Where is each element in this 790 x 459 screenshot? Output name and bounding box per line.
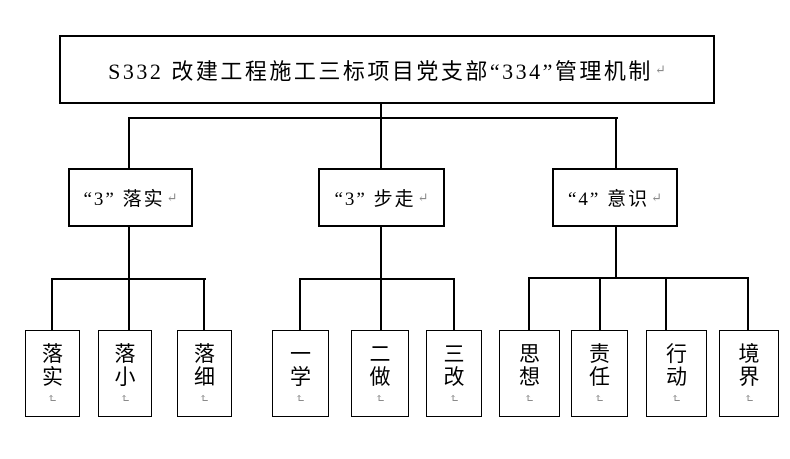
- connector-line: [615, 117, 617, 170]
- return-mark-icon: ↵: [742, 392, 756, 404]
- connector-line: [528, 277, 749, 279]
- leaf-box: 三改 ↵: [426, 330, 482, 417]
- leaf-box: 落小 ↵: [98, 330, 152, 417]
- leaf-box: 一学 ↵: [272, 330, 329, 417]
- connector-line: [128, 226, 130, 280]
- return-mark-icon: ↵: [417, 189, 429, 205]
- return-mark-icon: ↵: [166, 189, 178, 205]
- connector-line: [128, 117, 618, 119]
- connector-line: [380, 117, 382, 170]
- return-mark-icon: ↵: [373, 392, 387, 404]
- return-mark-icon: ↵: [118, 392, 132, 404]
- leaf-box: 境界 ↵: [719, 330, 779, 417]
- return-mark-icon: ↵: [197, 392, 212, 404]
- connector-line: [299, 278, 455, 280]
- branch-label: “4” 意识: [567, 189, 650, 210]
- return-mark-icon: ↵: [654, 61, 666, 77]
- branch-box-3-buzou: “3” 步走↵: [318, 168, 445, 227]
- leaf-label: 行动: [666, 342, 687, 389]
- page-title: S332 改建工程施工三标项目党支部“334”管理机制: [108, 58, 653, 84]
- leaf-label: 落实: [42, 342, 63, 389]
- connector-line: [128, 278, 130, 332]
- connector-line: [380, 104, 382, 119]
- return-mark-icon: ↵: [45, 392, 60, 404]
- leaf-label: 二做: [369, 342, 391, 389]
- branch-label: “3” 落实: [83, 189, 165, 210]
- leaf-box: 二做 ↵: [351, 330, 409, 417]
- return-mark-icon: ↵: [669, 392, 684, 404]
- leaf-label: 三改: [443, 342, 465, 389]
- connector-line: [453, 278, 455, 332]
- leaf-box: 行动 ↵: [646, 330, 707, 417]
- return-mark-icon: ↵: [447, 392, 461, 404]
- leaf-label: 思想: [519, 342, 540, 389]
- return-mark-icon: ↵: [293, 392, 308, 404]
- connector-line: [299, 278, 301, 332]
- return-mark-icon: ↵: [651, 189, 663, 205]
- connector-line: [599, 277, 601, 332]
- leaf-box: 落细 ↵: [177, 330, 232, 417]
- connector-line: [380, 278, 382, 332]
- branch-box-4-yishi: “4” 意识↵: [552, 168, 678, 227]
- connector-line: [128, 117, 130, 170]
- connector-line: [51, 278, 53, 332]
- branch-box-3-luoshi: “3” 落实↵: [68, 168, 193, 227]
- connector-line: [528, 277, 530, 332]
- connector-line: [747, 277, 749, 332]
- leaf-label: 责任: [589, 342, 610, 389]
- connector-line: [665, 277, 667, 332]
- leaf-label: 一学: [290, 342, 311, 389]
- leaf-label: 落小: [114, 342, 136, 389]
- connector-line: [380, 226, 382, 280]
- branch-label: “3” 步走: [334, 189, 416, 210]
- return-mark-icon: ↵: [522, 392, 537, 404]
- connector-line: [615, 226, 617, 279]
- return-mark-icon: ↵: [592, 392, 607, 404]
- connector-line: [203, 278, 205, 332]
- leaf-box: 责任 ↵: [571, 330, 628, 417]
- leaf-label: 境界: [738, 342, 760, 389]
- leaf-box: 落实 ↵: [25, 330, 80, 417]
- leaf-box: 思想 ↵: [499, 330, 560, 417]
- title-box: S332 改建工程施工三标项目党支部“334”管理机制↵: [59, 35, 715, 104]
- leaf-label: 落细: [194, 342, 215, 389]
